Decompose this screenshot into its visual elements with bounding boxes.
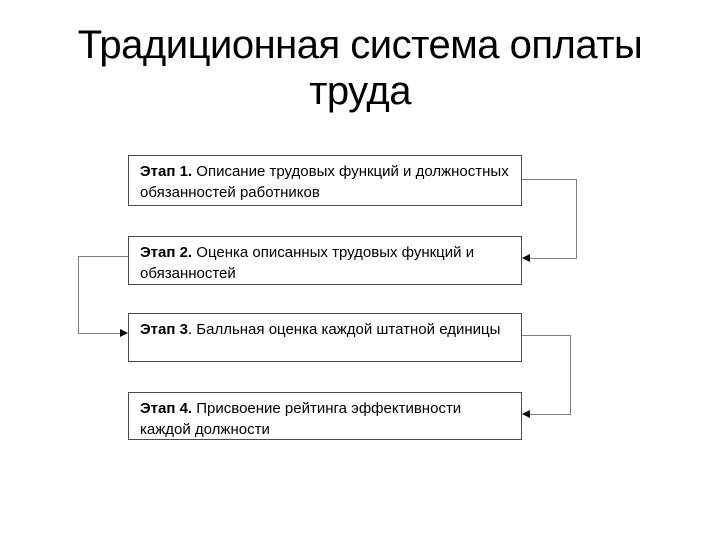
step-4-label: Этап 4. <box>140 400 193 417</box>
slide-title-line-2: труда <box>309 69 411 113</box>
connector-2-3-v <box>78 256 79 334</box>
step-box-3: Этап 3. Балльная оценка каждой штатной е… <box>128 313 522 362</box>
step-box-2: Этап 2. Оценка описанных трудовых функци… <box>128 236 522 285</box>
slide-title-line-1: Традиционная система оплаты <box>77 23 643 67</box>
connector-3-4-h2 <box>529 414 571 415</box>
connector-1-2-arrowhead-icon <box>522 254 530 262</box>
connector-3-4-h1 <box>522 335 571 336</box>
connector-3-4-arrowhead-icon <box>522 410 530 418</box>
step-2-text: Оценка описанных трудовых функций и обяз… <box>140 244 475 282</box>
step-box-1: Этап 1. Описание трудовых функций и долж… <box>128 155 522 206</box>
step-3-label: Этап 3 <box>140 321 188 338</box>
step-1-text: Описание трудовых функций и должностных … <box>140 163 509 201</box>
connector-2-3-h2 <box>78 333 121 334</box>
step-3-text: . Балльная оценка каждой штатной единицы <box>187 321 501 338</box>
connector-3-4-v <box>570 335 571 415</box>
step-4-text: Присвоение рейтинга эффективности каждой… <box>140 400 462 438</box>
connector-2-3-h1 <box>78 256 128 257</box>
connector-2-3-arrowhead-icon <box>120 329 128 337</box>
connector-1-2-h1 <box>522 179 577 180</box>
connector-1-2-v <box>576 179 577 259</box>
step-1-label: Этап 1. <box>140 163 193 180</box>
step-box-4: Этап 4. Присвоение рейтинга эффективност… <box>128 392 522 440</box>
slide-title: Традиционная система оплаты труда <box>0 22 720 114</box>
step-2-label: Этап 2. <box>140 244 193 261</box>
connector-1-2-h2 <box>529 258 577 259</box>
